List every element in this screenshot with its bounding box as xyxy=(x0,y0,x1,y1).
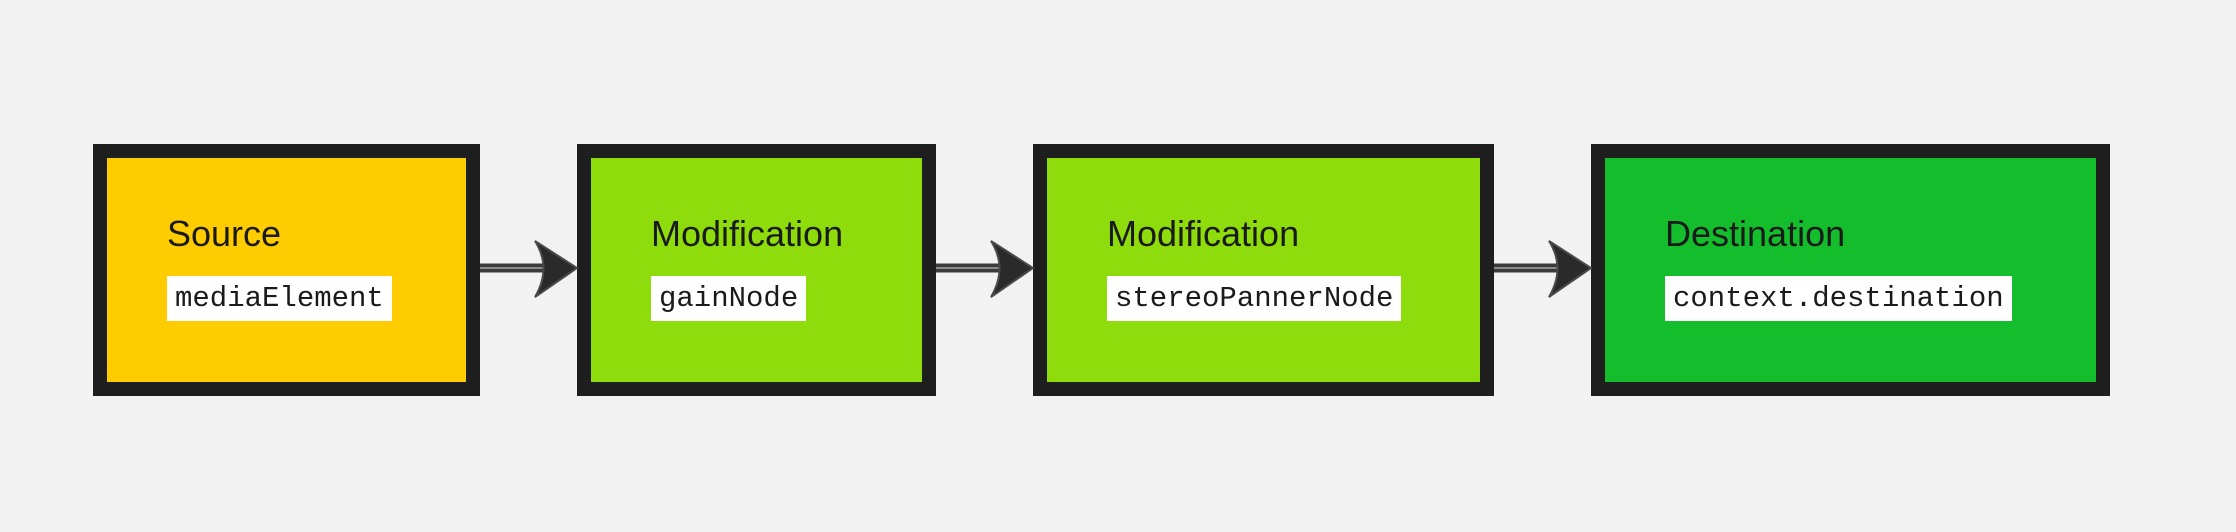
source-node-title: Source xyxy=(167,213,282,254)
gain-node-title: Modification xyxy=(651,213,844,254)
source-node: Source mediaElement xyxy=(93,144,480,396)
edge-arrow-source-to-gain xyxy=(480,240,579,298)
edge-arrow-panner-to-destination xyxy=(1494,240,1593,298)
gain-node: Modification gainNode xyxy=(577,144,936,396)
stereo-panner-node-title: Modification xyxy=(1107,213,1300,254)
arrowhead-icon xyxy=(990,240,1035,298)
destination-node-title: Destination xyxy=(1665,213,1846,254)
source-node-code: mediaElement xyxy=(167,276,392,321)
arrowhead-icon xyxy=(1548,240,1593,298)
stereo-panner-node: Modification stereoPannerNode xyxy=(1033,144,1494,396)
destination-node: Destination context.destination xyxy=(1591,144,2110,396)
destination-node-code: context.destination xyxy=(1665,276,2012,321)
gain-node-code: gainNode xyxy=(651,276,807,321)
edge-arrow-gain-to-panner xyxy=(936,240,1035,298)
arrowhead-icon xyxy=(534,240,579,298)
stereo-panner-node-code: stereoPannerNode xyxy=(1107,276,1402,321)
